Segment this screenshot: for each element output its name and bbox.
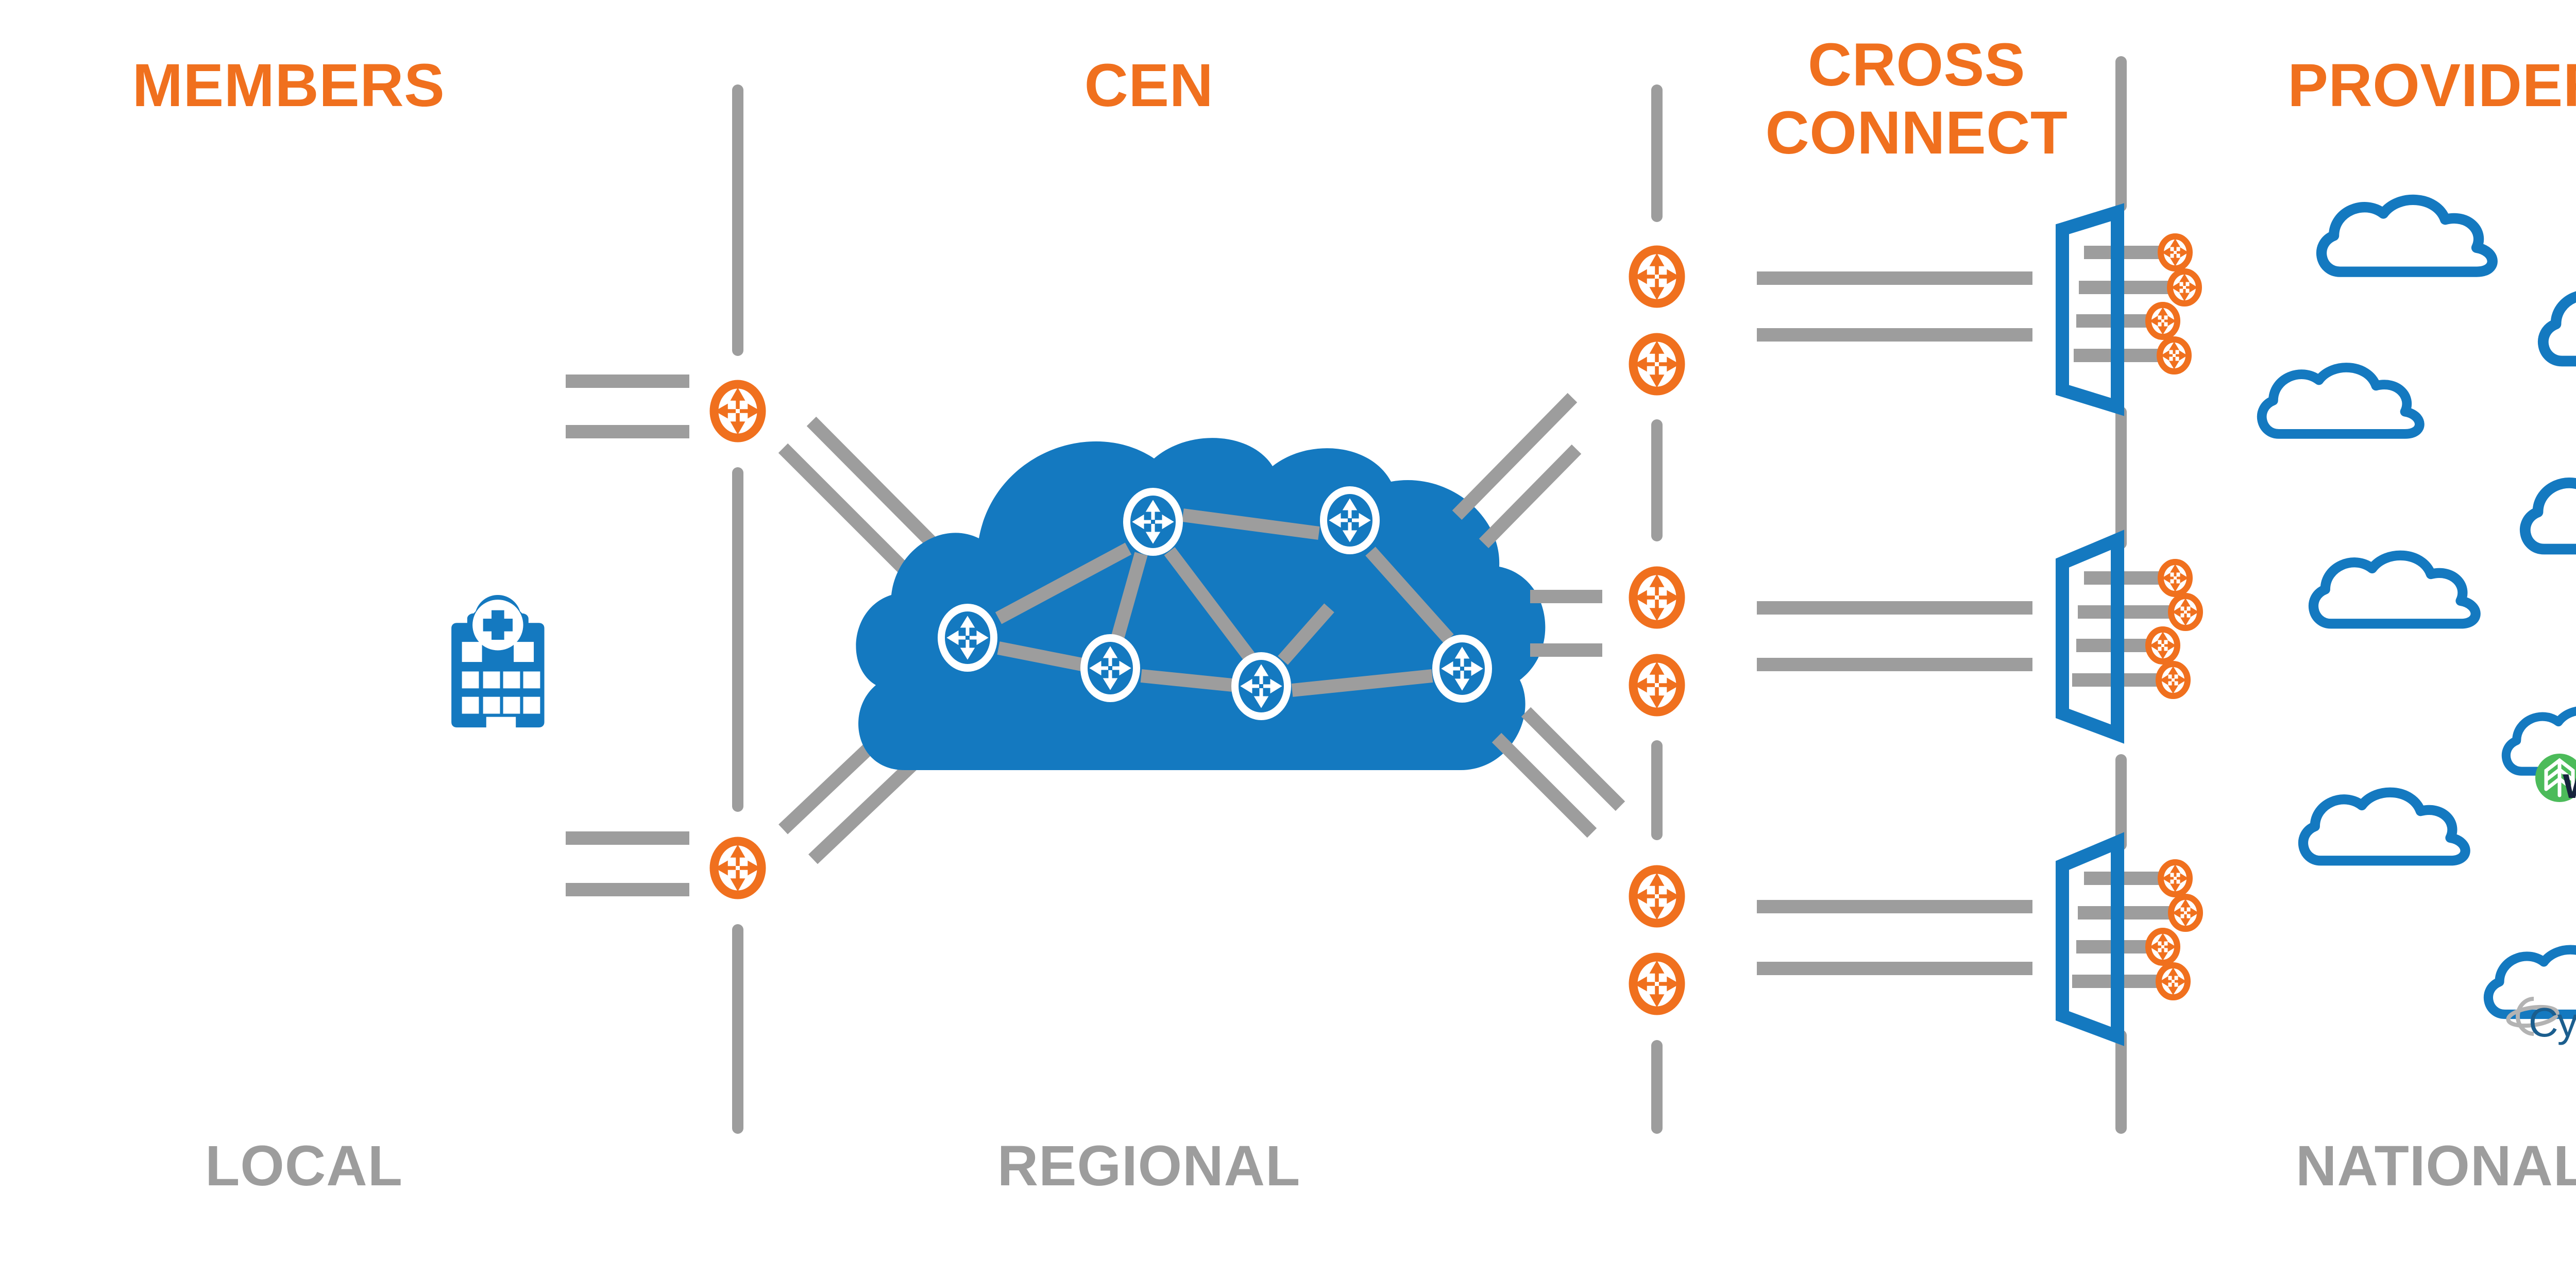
patch-panel-1-body <box>2056 203 2124 416</box>
cyrusone-swoosh-icon <box>2506 997 2560 1036</box>
panel1-router-3[interactable] <box>2148 305 2177 337</box>
crossconnect-router-pair-1[interactable] <box>1633 250 1681 391</box>
cen-cloud-router-5[interactable] <box>1231 652 1291 720</box>
column-header-providers: PROVIDERS <box>2287 52 2576 120</box>
patch-panel-2[interactable] <box>2056 530 2200 744</box>
wasabi-leaf-icon <box>2535 754 2576 802</box>
tier-label-national: NATIONAL <box>2295 1134 2576 1198</box>
cen-link-5-7 <box>1278 603 1334 665</box>
cen-link-3-4 <box>997 641 1083 671</box>
panel3-router-3[interactable] <box>2148 931 2177 963</box>
cen-cloud-router-1[interactable] <box>1123 488 1183 556</box>
panel1-router-1[interactable] <box>2161 236 2190 268</box>
tier-label-local: LOCAL <box>205 1134 403 1198</box>
member-router-top[interactable] <box>714 384 761 438</box>
wasabi-logo[interactable]: wasabi <box>2524 750 2576 816</box>
provider-cloud-1[interactable] <box>2321 200 2493 272</box>
cyrusone-logo[interactable]: CyrusOne. <box>2501 989 2576 1056</box>
column-header-members: MEMBERS <box>132 52 445 120</box>
cen-link-5-6 <box>1291 669 1433 697</box>
cen-link-4-5 <box>1140 669 1233 692</box>
cyrusone-wordmark: CyrusOne. <box>2528 999 2576 1045</box>
cen-link-1-5 <box>1164 547 1255 661</box>
patch-panel-2-body <box>2056 530 2124 744</box>
cen-to-crossconnect-mid <box>1530 590 1602 657</box>
column-header-cross-connect: CROSS CONNECT <box>1765 31 2068 167</box>
panel2-router-3[interactable] <box>2148 629 2177 661</box>
cen-cloud-router-7[interactable] <box>1320 486 1380 554</box>
patch-panel-1[interactable] <box>2056 203 2199 416</box>
crossconnect-router-pair-3[interactable] <box>1633 870 1681 1011</box>
member-access-links <box>566 374 689 896</box>
panel3-router-1[interactable] <box>2161 862 2190 894</box>
cen-cloud <box>856 438 1546 770</box>
crossconnect-router-pair-2[interactable] <box>1633 571 1681 712</box>
xc-trunk-top-b <box>1452 393 1578 520</box>
provider-clouds <box>2262 200 2576 1014</box>
cen-cloud-router-3[interactable] <box>938 604 997 672</box>
provider-cloud-5[interactable] <box>2313 555 2476 624</box>
cen-link-7-6 <box>1365 547 1454 643</box>
hospital-building-icon <box>451 594 545 730</box>
patch-panel-3-body <box>2056 832 2124 1046</box>
patch-panel-3[interactable] <box>2056 832 2200 1046</box>
panel3-router-2[interactable] <box>2171 897 2200 929</box>
panel2-router-4[interactable] <box>2159 664 2188 696</box>
cen-link-1-7 <box>1182 508 1320 540</box>
cen-to-crossconnect-trunks <box>1452 393 1625 838</box>
provider-cloud-6[interactable] <box>2303 792 2465 861</box>
cen-link-1-3 <box>995 542 1132 624</box>
provider-cloud-2[interactable] <box>2543 287 2576 361</box>
panel2-router-2[interactable] <box>2171 596 2200 628</box>
cen-cloud-router-4[interactable] <box>1080 634 1140 702</box>
member-router-bottom[interactable] <box>714 841 761 895</box>
wasabi-wordmark: wasabi <box>2563 758 2576 809</box>
xc-trunk-bot-b <box>1521 707 1625 811</box>
cen-cloud-links <box>995 508 1454 697</box>
cen-cloud-shape <box>856 438 1546 770</box>
provider-cloud-3[interactable] <box>2262 367 2419 434</box>
xc-trunk-bot-a <box>1492 733 1597 838</box>
panel1-router-4[interactable] <box>2160 339 2189 371</box>
crossconnect-panel-links <box>1757 271 2032 975</box>
panel1-router-2[interactable] <box>2170 271 2199 303</box>
panel2-router-1[interactable] <box>2161 562 2190 594</box>
column-dividers <box>732 56 2127 1134</box>
cen-link-1-4 <box>1111 552 1148 638</box>
provider-cloud-4[interactable] <box>2525 475 2576 549</box>
cen-cloud-router-6[interactable] <box>1432 635 1492 703</box>
column-header-cen: CEN <box>1084 52 1214 120</box>
xc-trunk-top-a <box>1479 444 1582 549</box>
panel3-router-4[interactable] <box>2159 965 2188 997</box>
tier-label-regional: REGIONAL <box>997 1134 1301 1198</box>
